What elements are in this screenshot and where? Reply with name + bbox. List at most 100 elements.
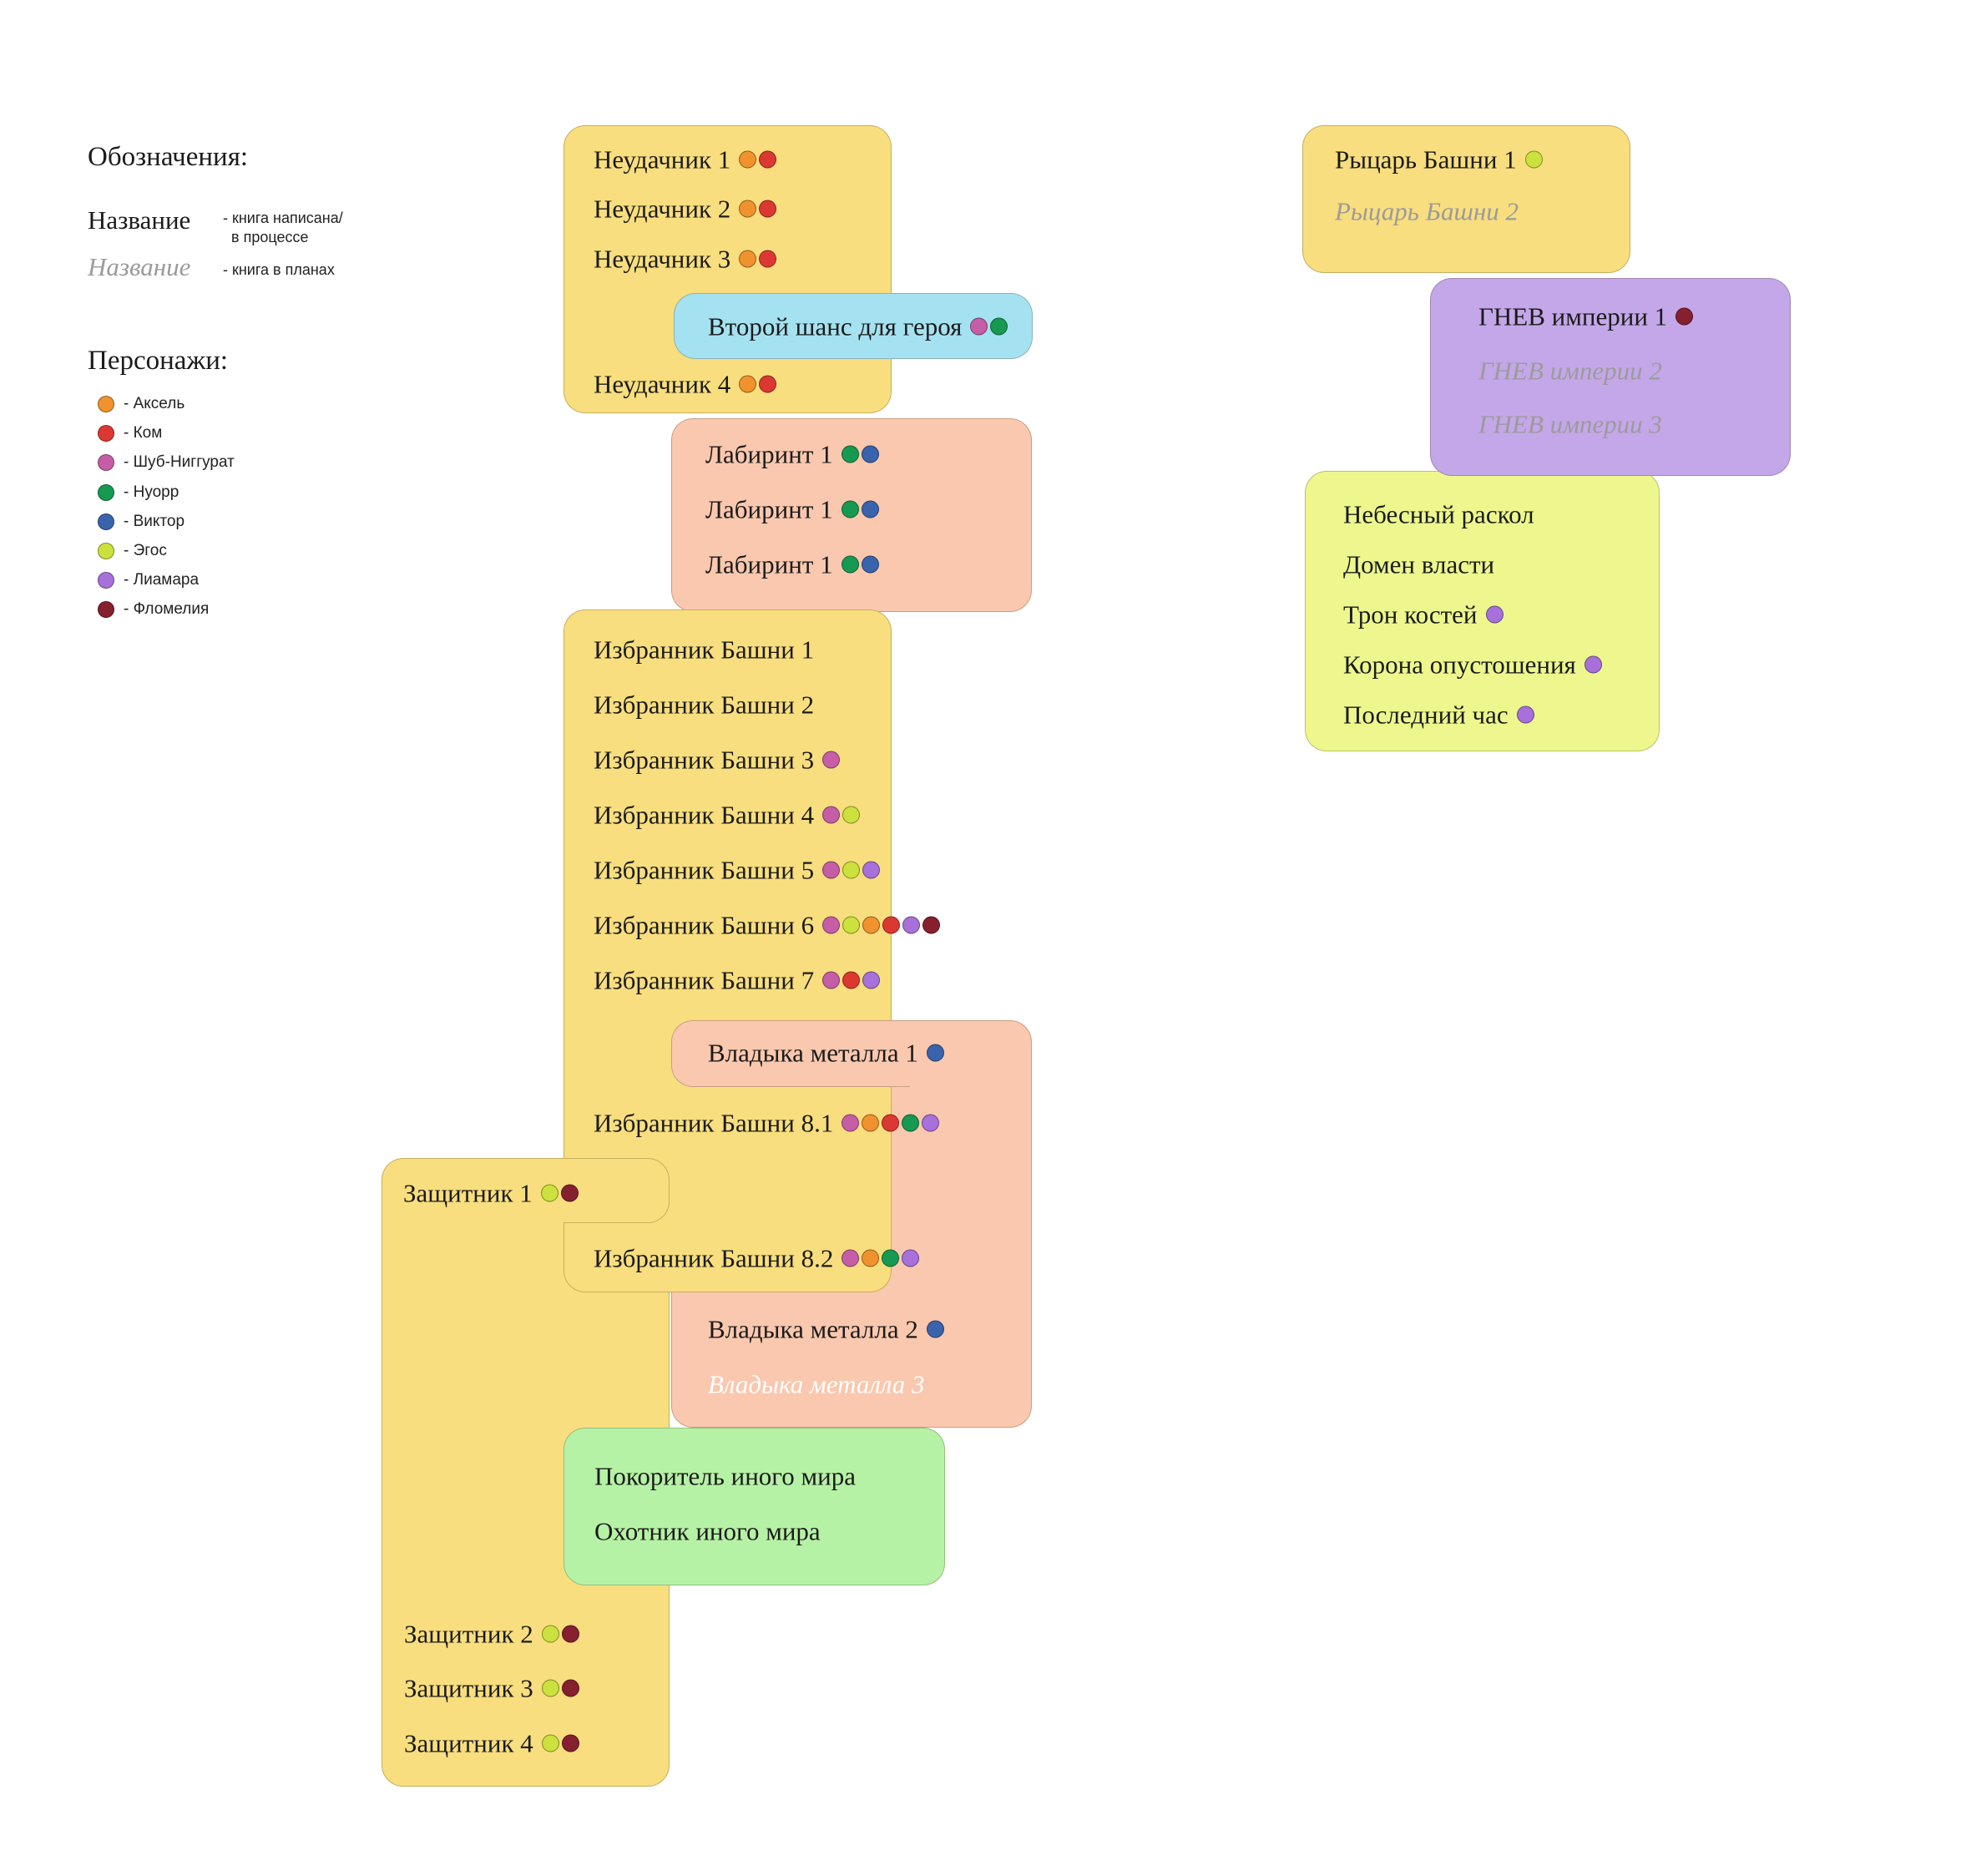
kom-dot [759,200,777,218]
character-dots [842,1249,920,1267]
book-title: ГНЕВ империи 2 [1478,356,1662,386]
book-row: Неудачник 1 [594,147,777,173]
book-title: Покоритель иного мира [594,1461,856,1491]
nuorr-dot [882,1249,900,1267]
liamara-dot [862,971,881,989]
book-title: ГНЕВ империи 3 [1478,409,1662,439]
shub-dot [822,861,841,879]
book-title: Корона опустошения [1343,650,1576,680]
book-row: Покоритель иного мира [594,1464,856,1489]
book-row: Домен власти [1343,552,1494,578]
liamara-dot [902,916,921,934]
book-row: Неудачник 4 [594,369,777,399]
book-title: Избранник Башни 4 [594,800,815,830]
liamara-dot [922,1114,940,1132]
shub-dot [98,454,114,471]
book-title: Рыцарь Башни 1 [1335,144,1517,174]
egos-dot [842,916,861,934]
book-title: Владыка металла 1 [708,1038,918,1068]
character-dots [842,1114,940,1132]
character-dots [739,150,777,169]
book-row: Корона опустошения [1343,652,1602,678]
character-dots [541,1625,579,1643]
legend-character-nuorr: - Нуорр [98,483,179,501]
book-title: Небесный раскол [1343,499,1534,529]
character-dots [739,200,777,218]
book-title: Избранник Башни 6 [594,910,815,940]
legend-character-label: - Нуорр [124,483,179,501]
book-row: Неудачник 2 [594,196,777,222]
book-title: Неудачник 4 [594,369,731,399]
book-row: Трон костей [1343,602,1504,628]
legend-written-label: Название [88,205,191,235]
book-title: Лабиринт 1 [705,494,833,524]
shub-dot [842,1114,860,1132]
legend-character-flomeliya: - Фломелия [98,600,209,618]
shub-dot [822,751,841,769]
egos-dot [1524,150,1543,169]
book-title: Лабиринт 1 [705,439,833,469]
book-row: Последний час [1343,702,1534,728]
legend-character-label: - Ком [124,424,163,442]
character-dots [739,375,777,393]
legend-characters-title: Персонажи: [88,346,229,376]
book-title: Избранник Башни 3 [594,745,815,775]
nuorr-dot [990,317,1008,336]
egos-dot [540,1184,558,1202]
book-title: Избранник Башни 5 [594,855,815,885]
book-row: Защитник 3 [404,1676,579,1702]
egos-dot [98,543,114,559]
book-row: Избранник Башни 6 [594,910,941,940]
book-title: Защитник 3 [404,1673,533,1703]
character-dots [822,806,861,824]
legend-character-label: - Аксель [124,395,185,412]
egos-dot [541,1734,559,1752]
flomeliya-dot [98,601,114,618]
legend-planned-note: - книга в планах [223,261,335,278]
kom-dot [842,971,861,989]
character-dots [841,445,879,463]
character-dots [822,916,941,934]
book-title: Домен власти [1343,549,1495,579]
aksel-dot [862,916,881,934]
kom-dot [882,916,901,934]
book-row: Владыка металла 3 [708,1372,925,1398]
book-row: Избранник Башни 2 [594,692,814,718]
book-row: Избранник Башни 3 [594,745,841,775]
character-dots [841,555,879,574]
book-row: Владыка металла 2 [708,1317,944,1343]
character-dots [541,1734,579,1752]
book-row: Защитник 2 [404,1621,579,1647]
character-dots [926,1320,944,1338]
flomeliya-dot [1675,307,1694,326]
legend-character-aksel: - Аксель [98,395,185,412]
viktor-dot [861,445,879,463]
book-title: Охотник иного мира [594,1516,821,1546]
book-row: ГНЕВ империи 3 [1478,412,1662,437]
shub-dot [970,317,988,336]
viktor-dot [861,555,879,574]
egos-dot [541,1679,559,1697]
character-dots [1524,150,1543,169]
book-title: Последний час [1343,700,1509,730]
book-row: Избранник Башни 5 [594,855,881,885]
flomeliya-dot [561,1679,579,1697]
book-row: Защитник 4 [404,1731,579,1757]
nuorr-dot [841,555,859,574]
legend-planned-label: Название [88,252,191,281]
legend-character-shub: - Шуб-Ниггурат [98,453,235,471]
aksel-dot [862,1114,880,1132]
book-title: Владыка металла 3 [708,1369,925,1399]
book-title: Защитник 2 [404,1619,533,1649]
character-dots [970,317,1008,336]
legend-character-liamara: - Лиамара [98,571,199,589]
book-row: ГНЕВ империи 2 [1478,358,1662,384]
flomeliya-dot [560,1184,579,1202]
book-title: Избранник Башни 7 [594,965,815,995]
character-dots [739,250,777,268]
book-row: Избранник Башни 7 [594,965,881,995]
egos-dot [842,806,861,824]
